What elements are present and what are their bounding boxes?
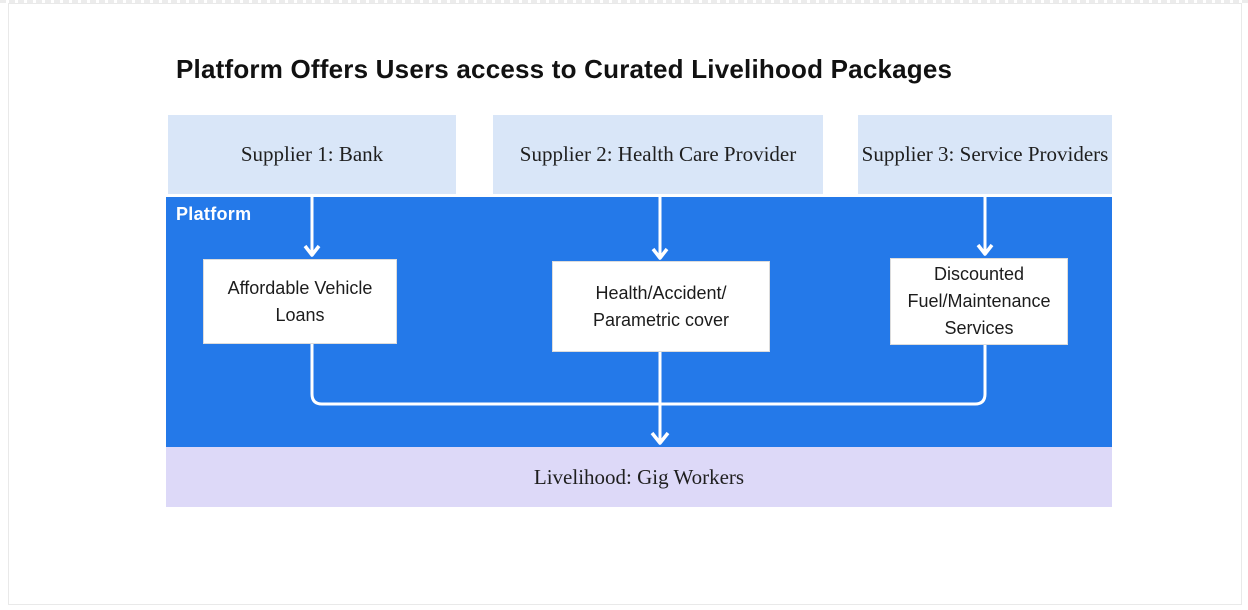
supplier-1-box: Supplier 1: Bank — [168, 115, 456, 194]
supplier-3-box: Supplier 3: Service Providers — [858, 115, 1112, 194]
supplier-3-label: Supplier 3: Service Providers — [861, 142, 1109, 166]
livelihood-label: Livelihood: Gig Workers — [533, 464, 745, 489]
supplier-2-label: Supplier 2: Health Care Provider — [519, 142, 797, 166]
livelihood-band: Livelihood: Gig Workers — [166, 447, 1112, 507]
supplier-2-box: Supplier 2: Health Care Provider — [493, 115, 823, 194]
offering-health-cover-box: Health/Accident/ Parametric cover — [552, 261, 770, 352]
offering-vehicle-loans-label: Affordable Vehicle Loans — [227, 277, 373, 325]
offering-fuel-services-box: Discounted Fuel/Maintenance Services — [890, 258, 1068, 345]
offering-health-cover-label: Health/Accident/ Parametric cover — [592, 282, 730, 330]
page-title: Platform Offers Users access to Curated … — [176, 54, 953, 84]
canvas-top-dashed-edge — [0, 0, 1248, 3]
platform-label: Platform — [176, 204, 252, 224]
offering-vehicle-loans-box: Affordable Vehicle Loans — [203, 259, 397, 344]
supplier-1-label: Supplier 1: Bank — [240, 142, 384, 166]
offering-fuel-services-label: Discounted Fuel/Maintenance Services — [907, 264, 1051, 338]
